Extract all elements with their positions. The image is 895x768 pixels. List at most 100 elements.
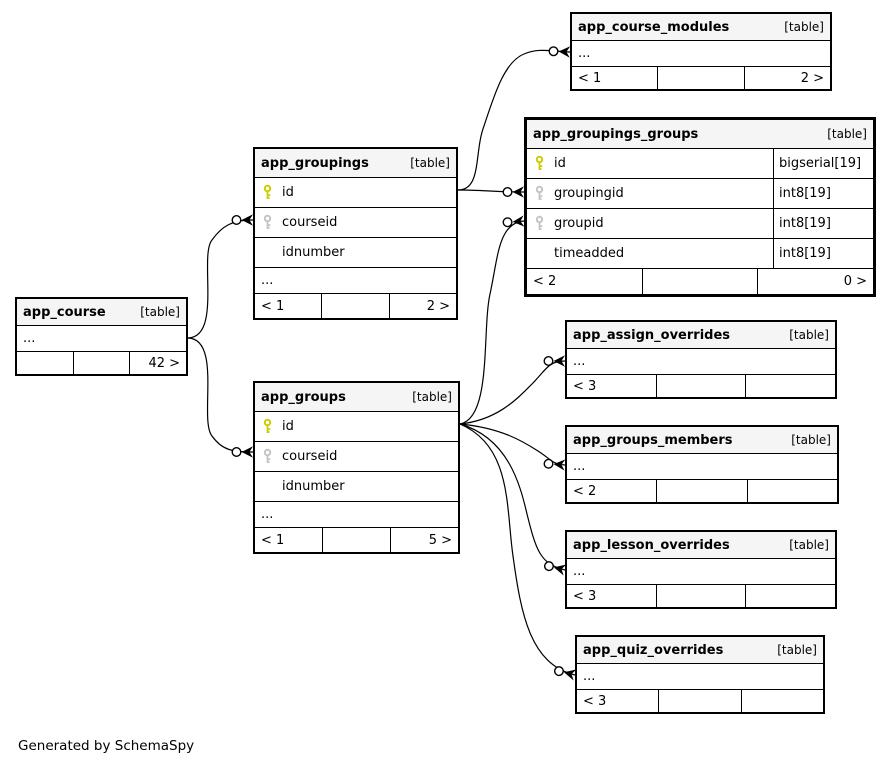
table-app-groupings[interactable]: app_groupings [table] id courseid idnumb… xyxy=(253,147,458,320)
column-row: id bigserial[19] xyxy=(527,149,873,179)
table-badge: [table] xyxy=(784,20,824,34)
collapsed-columns-row: ... xyxy=(17,326,186,352)
collapsed-columns-row: ... xyxy=(577,664,823,690)
table-app-course-modules[interactable]: app_course_modules [table] ... < 1 2 > xyxy=(570,12,832,91)
footer-children-count: < 1 xyxy=(578,70,602,86)
no-key-spacer xyxy=(262,478,274,495)
table-header[interactable]: app_assign_overrides [table] xyxy=(567,322,835,349)
footer-parents-count xyxy=(745,585,835,607)
column-row: groupid int8[19] xyxy=(527,209,873,239)
footer-middle-cell xyxy=(655,585,746,607)
table-name[interactable]: app_groups xyxy=(261,389,346,405)
table-name[interactable]: app_lesson_overrides xyxy=(573,537,730,553)
footer-middle-cell xyxy=(657,67,743,89)
column-row: courseid xyxy=(255,442,458,472)
table-footer: < 3 xyxy=(577,690,823,712)
footer-children-count: < 2 xyxy=(533,274,557,289)
table-header[interactable]: app_course_modules [table] xyxy=(572,14,830,41)
footer-parents-count xyxy=(745,375,835,397)
footer-parents-count: 42 > xyxy=(129,352,186,374)
table-header[interactable]: app_groupings_groups [table] xyxy=(527,120,873,149)
foreign-key-icon xyxy=(534,215,546,232)
table-footer: < 2 xyxy=(567,480,837,502)
table-header[interactable]: app_groups_members [table] xyxy=(567,427,837,454)
table-badge: [table] xyxy=(791,433,831,447)
column-type: bigserial[19] xyxy=(773,149,873,178)
foreign-key-icon xyxy=(262,214,274,231)
primary-key-icon xyxy=(534,155,546,172)
table-badge: [table] xyxy=(410,156,450,170)
footer-middle-cell xyxy=(321,294,388,318)
column-name: idnumber xyxy=(282,245,345,260)
footer-middle-cell xyxy=(322,528,390,552)
table-name[interactable]: app_quiz_overrides xyxy=(583,642,724,658)
table-app-lesson-overrides[interactable]: app_lesson_overrides [table] ... < 3 xyxy=(565,530,837,609)
table-footer: 42 > xyxy=(17,352,186,374)
column-row: timeadded int8[19] xyxy=(527,239,873,269)
table-header[interactable]: app_quiz_overrides [table] xyxy=(577,637,823,664)
foreign-key-icon xyxy=(262,448,274,465)
edge-groupings-to-groupings-groups-groupingid xyxy=(457,186,525,198)
footer-children-count: < 3 xyxy=(583,693,607,709)
table-app-groups-members[interactable]: app_groups_members [table] ... < 2 xyxy=(565,425,839,504)
edge-course-to-groupings-courseid xyxy=(187,214,254,339)
column-row: id xyxy=(255,178,456,208)
collapsed-columns-row: ... xyxy=(567,559,835,585)
footer-parents-count xyxy=(740,690,823,712)
table-app-assign-overrides[interactable]: app_assign_overrides [table] ... < 3 xyxy=(565,320,837,399)
table-footer: < 3 xyxy=(567,585,835,607)
table-name[interactable]: app_groupings_groups xyxy=(533,126,699,142)
table-footer: < 1 2 > xyxy=(255,294,456,318)
no-key-spacer xyxy=(262,244,274,261)
footer-middle-cell xyxy=(656,480,746,502)
column-type: int8[19] xyxy=(773,239,873,268)
collapsed-columns-row: ... xyxy=(567,349,835,375)
column-type: int8[19] xyxy=(773,179,873,208)
column-name: groupingid xyxy=(554,186,624,201)
table-app-quiz-overrides[interactable]: app_quiz_overrides [table] ... < 3 xyxy=(575,635,825,714)
footer-parents-count: 2 > xyxy=(388,294,456,318)
edge-groupings-to-course-modules xyxy=(457,46,571,191)
column-name: id xyxy=(554,156,566,171)
footer-middle-cell xyxy=(655,375,746,397)
footer-parents-count: 0 > xyxy=(757,269,873,294)
table-name[interactable]: app_groupings xyxy=(261,155,369,171)
footer-parents-count xyxy=(746,480,837,502)
collapsed-columns-row: ... xyxy=(255,268,456,294)
column-name: timeadded xyxy=(554,246,625,261)
table-badge: [table] xyxy=(412,390,452,404)
footer-children-count xyxy=(17,352,73,374)
table-name[interactable]: app_course xyxy=(23,304,106,320)
table-app-course[interactable]: app_course [table] ... 42 > xyxy=(15,297,188,376)
table-header[interactable]: app_groups [table] xyxy=(255,383,458,412)
foreign-key-icon xyxy=(534,185,546,202)
table-header[interactable]: app_course [table] xyxy=(17,299,186,326)
column-name: id xyxy=(282,185,294,200)
table-header[interactable]: app_groupings [table] xyxy=(255,149,456,178)
footer-parents-count: 5 > xyxy=(390,528,458,552)
column-row: idnumber xyxy=(255,472,458,502)
table-header[interactable]: app_lesson_overrides [table] xyxy=(567,532,835,559)
table-badge: [table] xyxy=(140,305,180,319)
footer-children-count: < 2 xyxy=(573,483,597,499)
table-app-groups[interactable]: app_groups [table] id courseid idnumber … xyxy=(253,381,460,554)
table-app-groupings-groups[interactable]: app_groupings_groups [table] id bigseria… xyxy=(524,117,876,297)
table-name[interactable]: app_course_modules xyxy=(578,19,730,35)
table-badge: [table] xyxy=(789,328,829,342)
edge-course-to-groups-courseid xyxy=(187,337,254,458)
footer-parents-count: 2 > xyxy=(743,67,830,89)
table-badge: [table] xyxy=(777,643,817,657)
footer-children-count: < 1 xyxy=(261,298,285,314)
table-name[interactable]: app_groups_members xyxy=(573,432,733,448)
table-footer: < 2 0 > xyxy=(527,269,873,294)
column-type: int8[19] xyxy=(773,209,873,238)
column-row: id xyxy=(255,412,458,442)
footer-middle-cell xyxy=(658,690,740,712)
column-name: groupid xyxy=(554,216,604,231)
table-footer: < 1 2 > xyxy=(572,67,830,89)
column-name: courseid xyxy=(282,215,338,230)
collapsed-columns-row: ... xyxy=(572,41,830,67)
table-name[interactable]: app_assign_overrides xyxy=(573,327,731,343)
column-name: idnumber xyxy=(282,479,345,494)
